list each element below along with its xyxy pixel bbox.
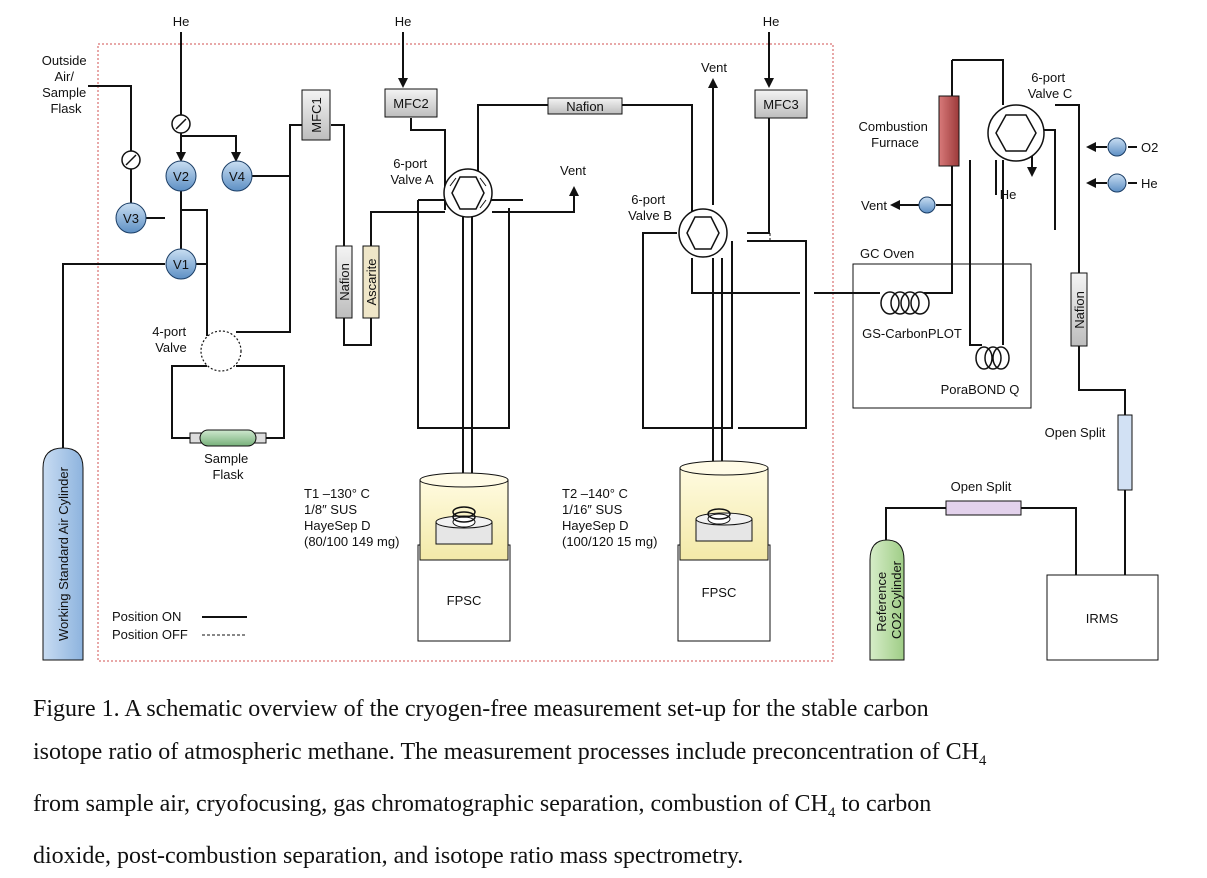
svg-text:MFC3: MFC3 <box>763 97 798 112</box>
caption-line-3: from sample air, cryofocusing, gas chrom… <box>33 790 932 821</box>
svg-text:Nafion: Nafion <box>1072 291 1087 329</box>
he-label-left: He <box>173 14 190 29</box>
sample-flask-label: Sample Flask <box>204 451 252 482</box>
six-port-valve-c[interactable] <box>987 104 1045 162</box>
mfc3: MFC3 <box>754 89 808 119</box>
irms: IRMS <box>1046 574 1159 661</box>
svg-text:Working Standard Air Cylinder: Working Standard Air Cylinder <box>56 466 71 641</box>
gs-carbonplot-label: GS-CarbonPLOT <box>862 326 962 341</box>
mfc1: MFC1 <box>301 89 331 141</box>
outside-air-label: Outside Air/ Sample Flask <box>42 53 90 116</box>
mfc2: MFC2 <box>384 88 438 118</box>
svg-text:Ascarite: Ascarite <box>364 259 379 306</box>
measurement-schematic: Outside Air/ Sample Flask He He He V2 V4… <box>42 14 1159 662</box>
valve-a-label: 6-port Valve A <box>390 156 433 187</box>
trap-1-specs: T1 –130° C 1/8″ SUS HayeSep D (80/100 14… <box>304 486 399 549</box>
valve-b-label: 6-port Valve B <box>628 192 672 223</box>
fpsc-cooler-1: FPSC <box>417 472 511 642</box>
svg-text:FPSC: FPSC <box>447 593 482 608</box>
combustion-label: Combustion Furnace <box>859 119 932 150</box>
gs-carbonplot-column <box>880 291 930 315</box>
svg-text:Reference CO2 Cylinder: Reference CO2 Cylinder <box>874 560 904 639</box>
fpsc-cooler-2: FPSC <box>677 460 771 642</box>
open-split-vertical <box>1117 414 1133 491</box>
six-port-valve-b[interactable] <box>678 208 728 258</box>
vent-valve[interactable] <box>918 196 936 214</box>
open-split-horizontal <box>945 500 1022 516</box>
four-port-label: 4-port Valve <box>152 324 190 355</box>
svg-text:V4: V4 <box>229 169 245 184</box>
svg-text:MFC1: MFC1 <box>309 97 324 132</box>
he-label-mid: He <box>395 14 412 29</box>
nafion-dryer-left: Nafion <box>335 245 353 319</box>
figure-caption: Figure 1. A schematic overview of the cr… <box>33 688 1168 878</box>
open-split-label-1: Open Split <box>1045 425 1106 440</box>
caption-line-1: Figure 1. A schematic overview of the cr… <box>33 696 929 722</box>
gc-oven <box>852 263 1032 409</box>
valve-v3[interactable]: V3 <box>115 202 147 234</box>
valve-v2[interactable]: V2 <box>165 160 197 192</box>
svg-text:V1: V1 <box>173 257 189 272</box>
combustion-furnace <box>938 95 960 167</box>
svg-text:V2: V2 <box>173 169 189 184</box>
pressure-gauge-icon <box>171 114 191 134</box>
o2-inlet-valve[interactable] <box>1107 137 1127 157</box>
valve-v1[interactable]: V1 <box>165 248 197 280</box>
caption-line-4: dioxide, post-combustion separation, and… <box>33 842 744 869</box>
svg-text:Position OFF: Position OFF <box>112 627 188 642</box>
open-split-label-2: Open Split <box>951 479 1012 494</box>
four-port-valve[interactable] <box>200 330 242 372</box>
svg-text:Position ON: Position ON <box>112 609 181 624</box>
porabond-label: PoraBOND Q <box>941 382 1020 397</box>
working-standard-cylinder: Working Standard Air Cylinder <box>42 447 84 661</box>
svg-text:IRMS: IRMS <box>1086 611 1119 626</box>
valve-c-label: 6-port Valve C <box>1028 70 1073 101</box>
he-label-valve-c: He <box>1000 187 1017 202</box>
nafion-dryer-top: Nafion <box>547 97 623 115</box>
porabond-column <box>975 346 1010 370</box>
trap-2-specs: T2 –140° C 1/16″ SUS HayeSep D (100/120 … <box>562 486 657 549</box>
svg-text:FPSC: FPSC <box>702 585 737 600</box>
gc-oven-label: GC Oven <box>860 246 914 261</box>
vent-label-top: Vent <box>701 60 727 75</box>
he-inlet-valve[interactable] <box>1107 173 1127 193</box>
he-label-right: He <box>763 14 780 29</box>
vent-label-left: Vent <box>861 198 887 213</box>
svg-text:Nafion: Nafion <box>337 263 352 301</box>
o2-label: O2 <box>1141 140 1158 155</box>
legend: Position ON Position OFF <box>112 609 247 642</box>
caption-line-2: isotope ratio of atmospheric methane. Th… <box>33 739 987 769</box>
six-port-valve-a[interactable] <box>443 168 493 218</box>
svg-text:V3: V3 <box>123 211 139 226</box>
nafion-dryer-right: Nafion <box>1070 272 1088 347</box>
sample-flask <box>189 429 267 447</box>
ascarite-trap: Ascarite <box>362 245 380 319</box>
reference-co2-cylinder: Reference CO2 Cylinder <box>869 539 905 661</box>
svg-text:Nafion: Nafion <box>566 99 604 114</box>
vent-label-a: Vent <box>560 163 586 178</box>
svg-text:MFC2: MFC2 <box>393 96 428 111</box>
he-right-label: He <box>1141 176 1158 191</box>
pressure-gauge-icon <box>121 150 141 170</box>
valve-v4[interactable]: V4 <box>221 160 253 192</box>
